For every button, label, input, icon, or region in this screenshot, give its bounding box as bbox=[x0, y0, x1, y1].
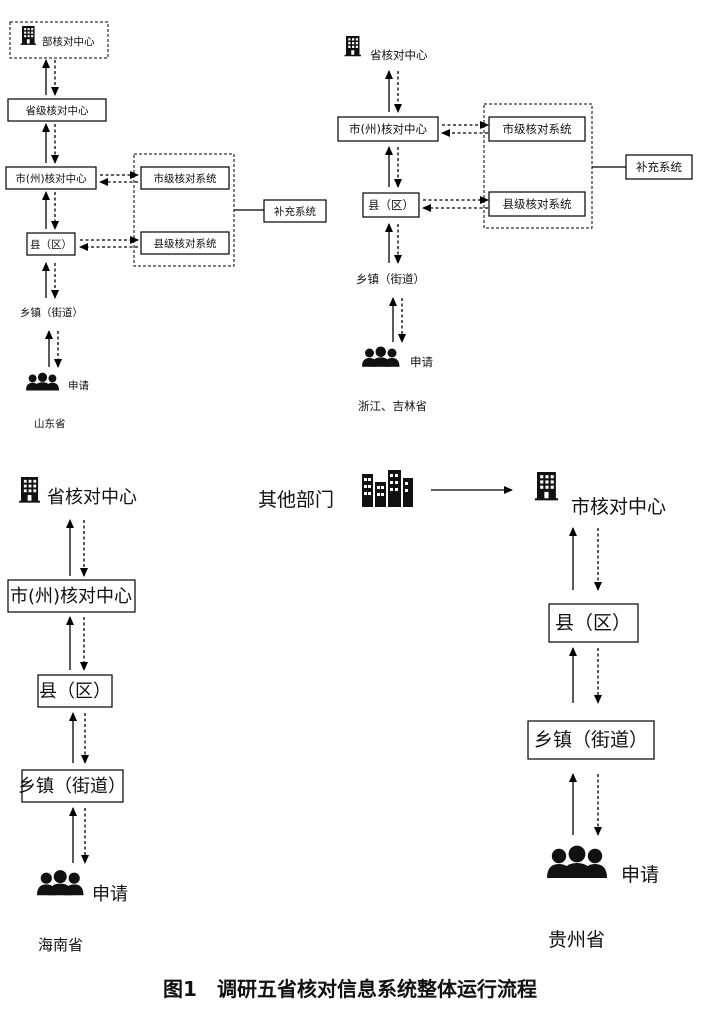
county-box bbox=[26, 232, 76, 256]
shandong-supplement: 补充系统 bbox=[274, 205, 316, 218]
guizhou-diagram: 其他部门 市核对中心 县（区） 乡镇（街道） bbox=[258, 470, 666, 951]
zj-apply: 申请 bbox=[410, 355, 433, 369]
zj-county: 县（区） bbox=[368, 198, 414, 212]
shandong-county-system: 县级核对系统 bbox=[154, 237, 217, 250]
zj-caption: 浙江、吉林省 bbox=[358, 399, 427, 413]
county-system-box bbox=[488, 191, 586, 217]
building-icon bbox=[344, 36, 361, 57]
city-system-box bbox=[488, 116, 586, 142]
hainan-caption: 海南省 bbox=[38, 936, 83, 954]
systems-dashed-group bbox=[483, 103, 593, 229]
town-box bbox=[21, 769, 124, 803]
shandong-city-center: 市(州)核对中心 bbox=[15, 172, 87, 185]
hainan-apply: 申请 bbox=[92, 884, 128, 905]
zj-county-system: 县级核对系统 bbox=[503, 197, 572, 211]
building-icon bbox=[19, 477, 40, 503]
supplement-box bbox=[625, 154, 693, 180]
building-icon bbox=[534, 472, 558, 501]
shandong-apply: 申请 bbox=[68, 379, 89, 392]
hainan-county: 县（区） bbox=[39, 681, 111, 702]
hainan-city-center: 市(州)核对中心 bbox=[10, 586, 132, 607]
zj-city-center: 市(州)核对中心 bbox=[349, 122, 427, 136]
guizhou-city-center: 市核对中心 bbox=[571, 496, 666, 518]
town-box bbox=[527, 720, 655, 760]
county-system-box bbox=[140, 231, 230, 255]
zhejiang-jilin-diagram: 省核对中心 市(州)核对中心 市级核对系统 县级核对系统 补充系统 县（区） 乡… bbox=[337, 36, 693, 413]
people-icon bbox=[26, 372, 59, 391]
hainan-town: 乡镇（街道） bbox=[18, 776, 126, 797]
building-icon bbox=[20, 26, 36, 45]
guizhou-other-departments: 其他部门 bbox=[258, 489, 334, 511]
county-box bbox=[37, 674, 113, 708]
province-center-box bbox=[7, 98, 107, 122]
people-icon bbox=[37, 870, 84, 896]
shandong-ministry-center: 部核对中心 bbox=[42, 35, 95, 48]
zj-province-center: 省核对中心 bbox=[370, 48, 428, 62]
county-box bbox=[362, 192, 420, 218]
zj-supplement: 补充系统 bbox=[636, 160, 682, 174]
shandong-diagram: 部核对中心 省级核对中心 市(州)核对中心 市级核对系统 县级核对系统 补充系统… bbox=[5, 21, 327, 430]
people-icon bbox=[362, 346, 400, 367]
guizhou-caption: 贵州省 bbox=[548, 929, 605, 951]
supplement-box bbox=[263, 199, 327, 223]
ministry-center-dashed-box bbox=[9, 21, 109, 59]
guizhou-apply: 申请 bbox=[621, 864, 659, 886]
city-center-box bbox=[5, 166, 97, 190]
city-center-box bbox=[7, 579, 136, 613]
shandong-caption: 山东省 bbox=[34, 417, 66, 430]
shandong-town: 乡镇（街道） bbox=[20, 306, 83, 319]
hainan-diagram: 省核对中心 市(州)核对中心 县（区） 乡镇（街道） 申请 海南省 bbox=[7, 477, 137, 954]
hainan-province-center: 省核对中心 bbox=[47, 487, 137, 508]
guizhou-town: 乡镇（街道） bbox=[534, 729, 648, 751]
buildings-icon bbox=[362, 470, 413, 507]
figure-caption: 图1 调研五省核对信息系统整体运行流程 bbox=[163, 977, 537, 1001]
city-system-box bbox=[140, 166, 230, 190]
county-box bbox=[548, 603, 639, 643]
zj-city-system: 市级核对系统 bbox=[503, 122, 572, 136]
shandong-province-center: 省级核对中心 bbox=[26, 104, 89, 117]
guizhou-county: 县（区） bbox=[555, 612, 631, 634]
shandong-city-system: 市级核对系统 bbox=[154, 172, 217, 185]
people-icon bbox=[547, 845, 607, 878]
city-center-box bbox=[337, 116, 439, 142]
zj-town: 乡镇（街道） bbox=[356, 272, 425, 286]
shandong-county: 县（区） bbox=[30, 239, 72, 251]
